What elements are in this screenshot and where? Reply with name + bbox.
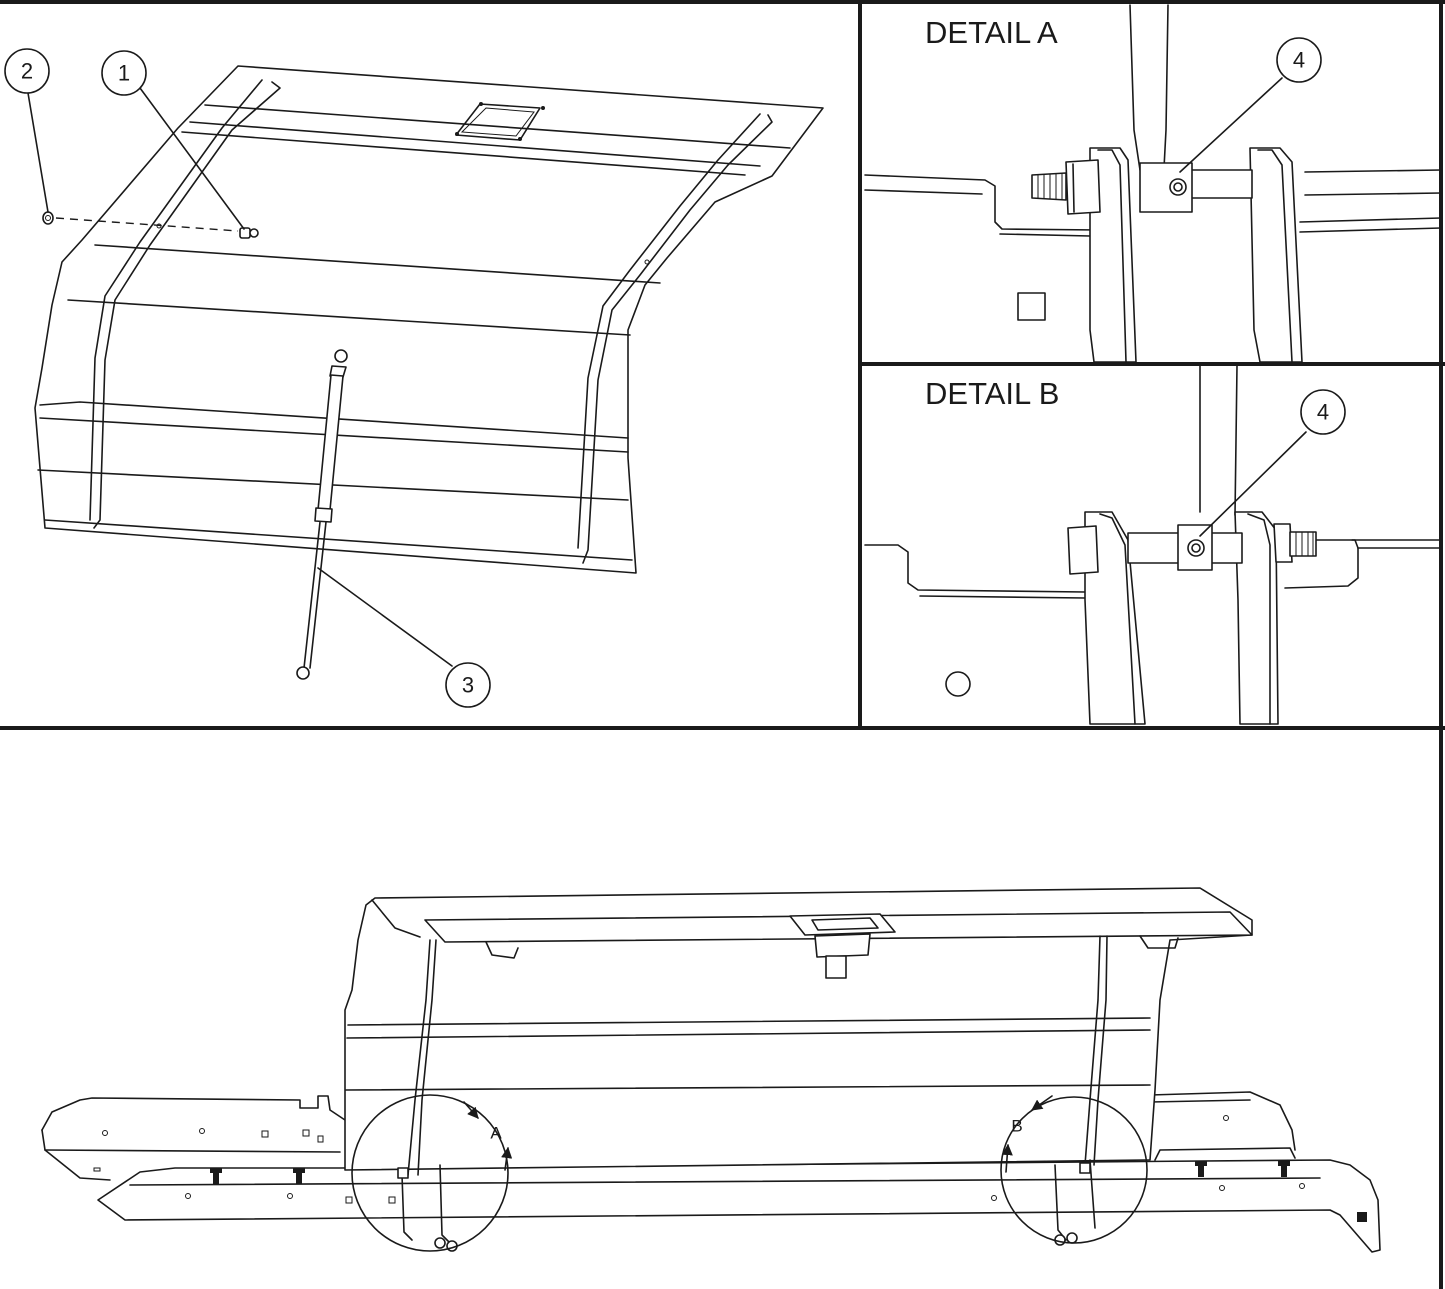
callout-3: 3 [445, 662, 491, 708]
callout-1: 1 [101, 50, 147, 96]
svg-text:4: 4 [1293, 48, 1305, 73]
svg-text:2: 2 [21, 59, 33, 84]
mounted-assembly-view [41, 887, 1381, 1253]
svg-text:3: 3 [462, 673, 474, 698]
hood-assembly-view [34, 65, 824, 680]
detail-b-title: DETAIL B [925, 376, 1059, 411]
detail-a-callout-4: 4 [1276, 37, 1322, 83]
view-marker-a: A [490, 1124, 502, 1143]
mounting-stud [239, 227, 259, 239]
gas-strut [296, 349, 348, 680]
callout-2: 2 [4, 48, 50, 94]
svg-text:1: 1 [118, 61, 130, 86]
view-marker-b: B [1011, 1117, 1022, 1136]
svg-text:4: 4 [1317, 400, 1329, 425]
detail-b-view: DETAIL B [864, 365, 1442, 725]
lock-nut [42, 211, 54, 225]
detail-b-callout-4: 4 [1300, 389, 1346, 435]
detail-a-view: DETAIL A [864, 4, 1442, 363]
detail-a-title: DETAIL A [925, 15, 1058, 50]
